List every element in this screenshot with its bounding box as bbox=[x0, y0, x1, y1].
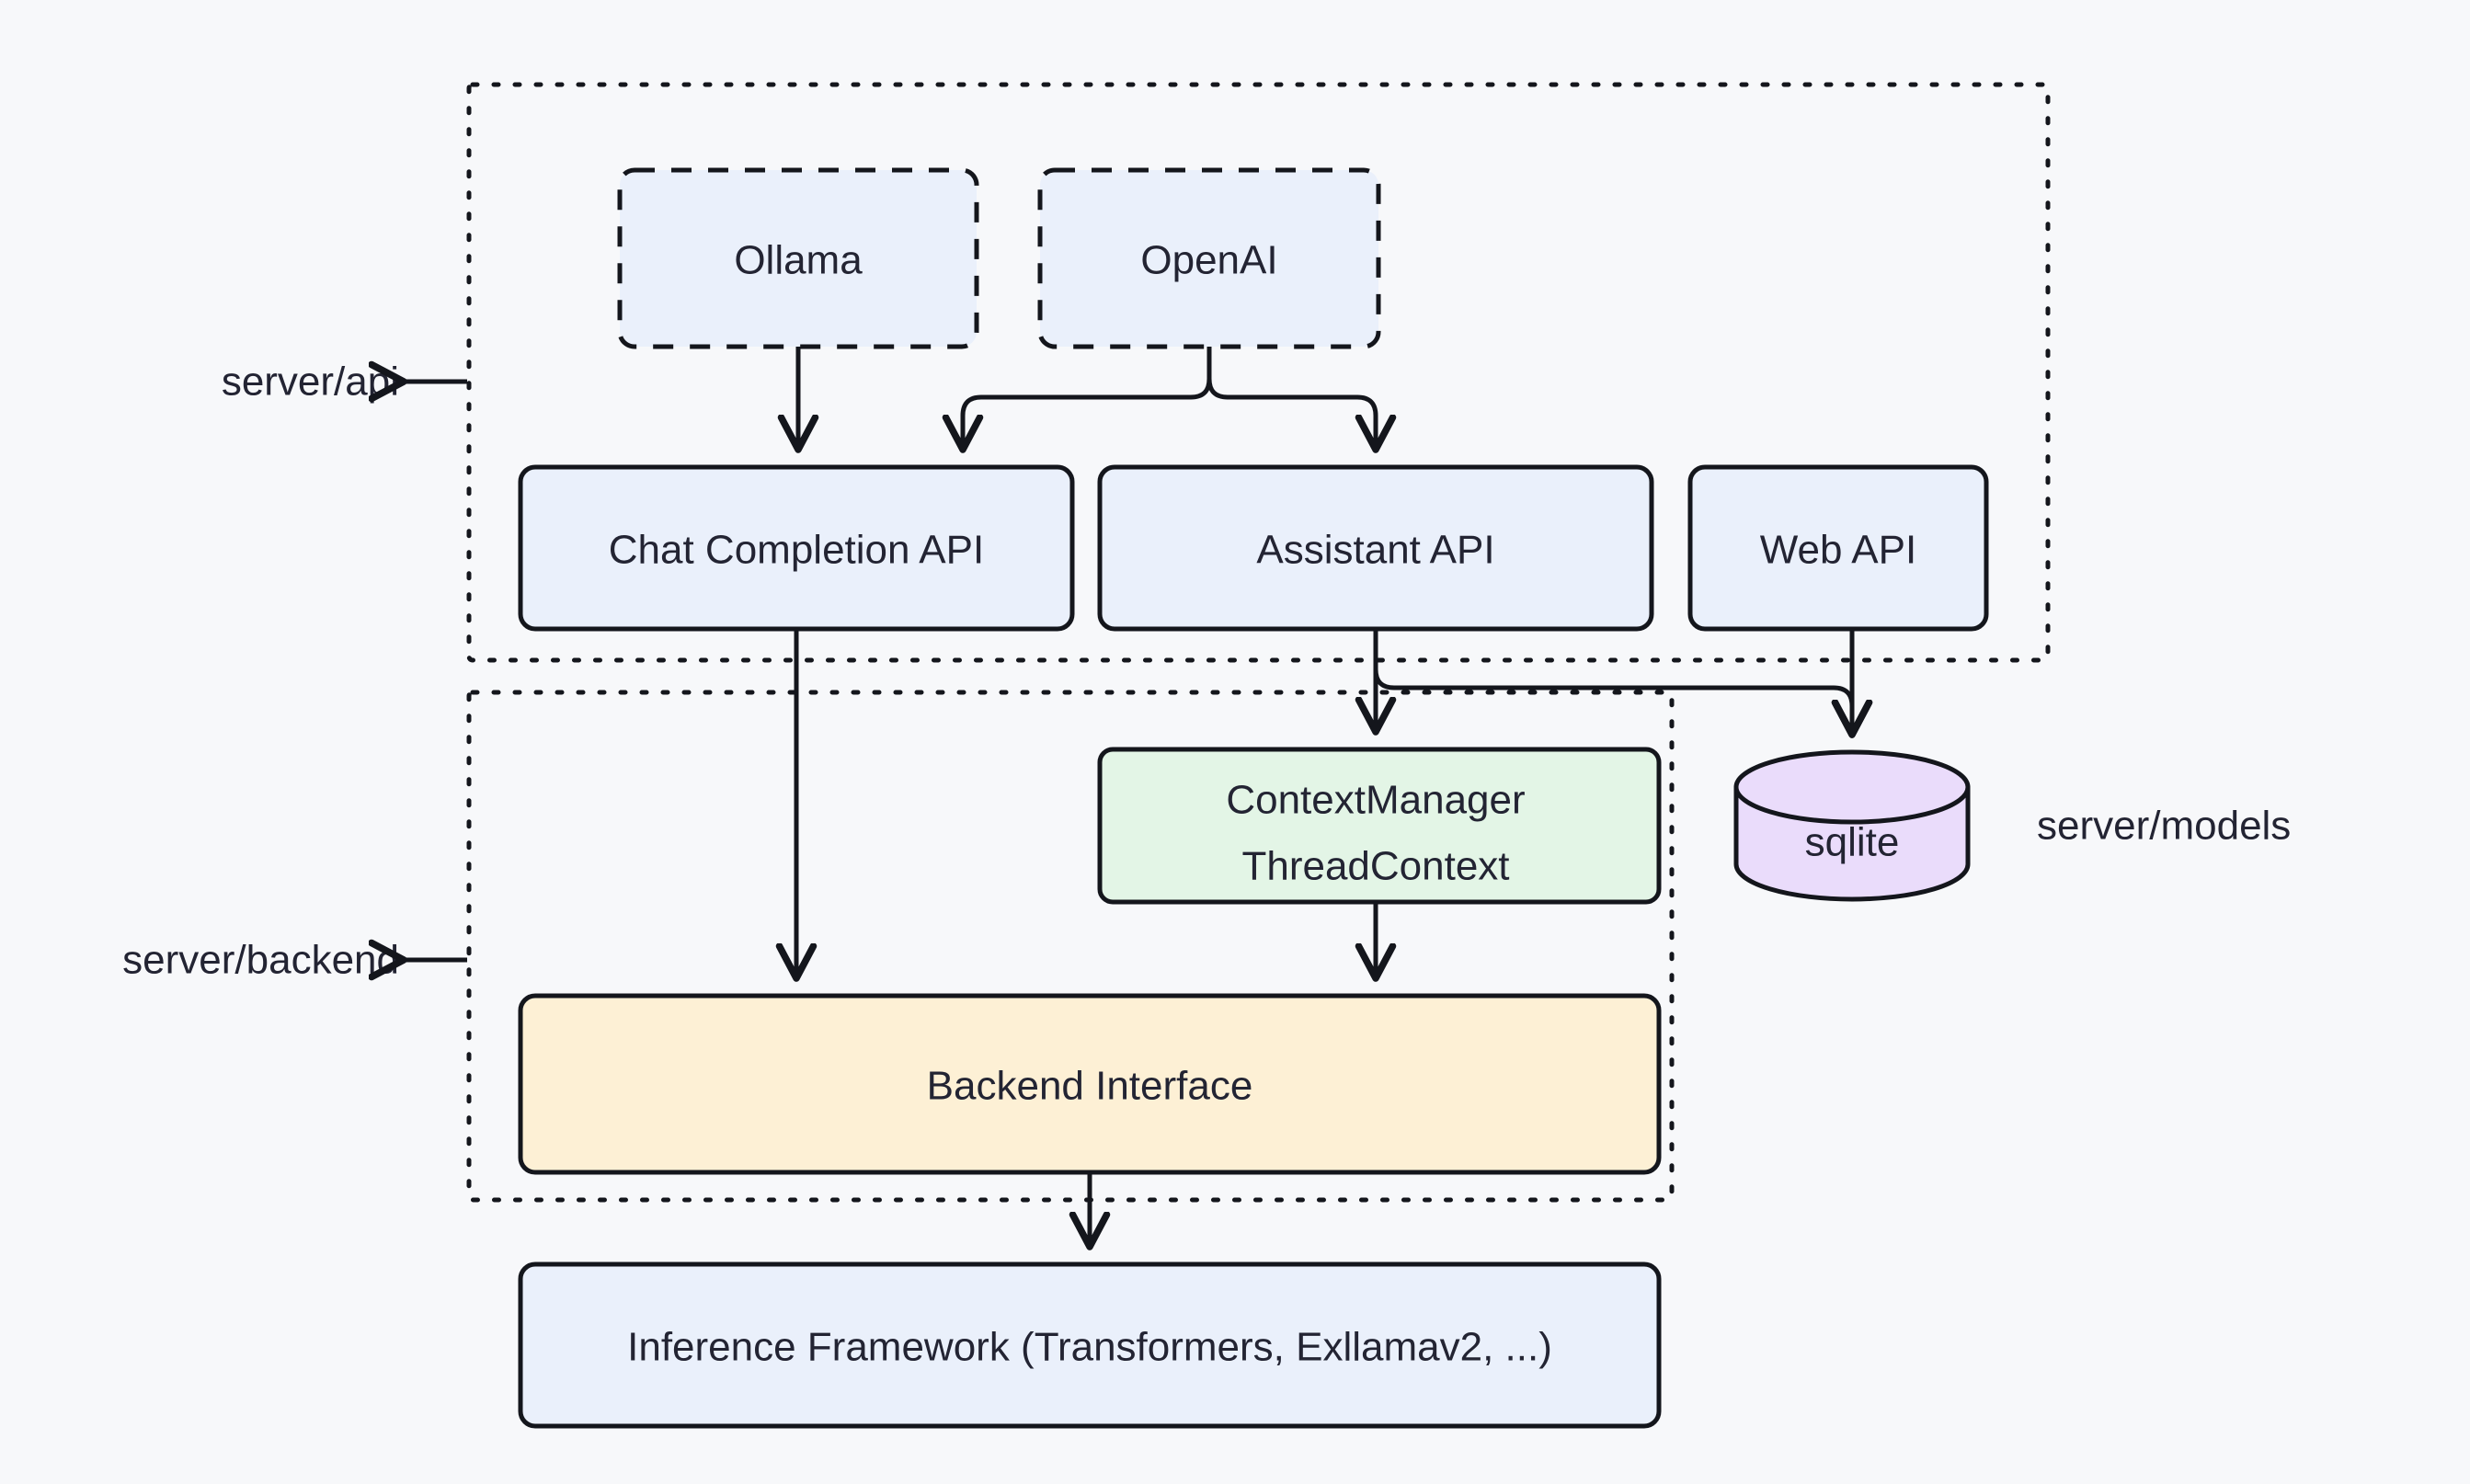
node-ollama-label: Ollama bbox=[734, 238, 863, 283]
node-inference-framework-box[interactable] bbox=[518, 1261, 1662, 1429]
edge-openai-to-chat-completion bbox=[963, 347, 1212, 449]
cluster-backend-callout: server/backend bbox=[122, 938, 467, 983]
cluster-backend-label: server/backend bbox=[122, 938, 399, 983]
node-chat-completion-api-label: Chat Completion API bbox=[609, 528, 984, 573]
node-assistant-api-label: Assistant API bbox=[1256, 528, 1494, 573]
node-sqlite-top-ellipse[interactable] bbox=[1733, 749, 1971, 825]
cluster-api-label: server/api bbox=[222, 360, 399, 405]
node-chat-completion-api[interactable]: Chat Completion API bbox=[518, 464, 1075, 632]
node-sqlite[interactable]: sqlite bbox=[1733, 749, 1971, 902]
cluster-backend-border bbox=[466, 690, 1675, 1203]
node-context-manager-label-line1: ContextManager bbox=[1226, 778, 1525, 823]
cluster-server-api bbox=[466, 82, 2051, 663]
node-inference-framework-label: Inference Framework (Transformers, Exlla… bbox=[627, 1325, 1552, 1370]
node-ollama[interactable]: Ollama bbox=[617, 167, 979, 349]
node-openai[interactable]: OpenAI bbox=[1037, 167, 1381, 349]
node-chat-completion-api-box[interactable] bbox=[518, 464, 1075, 632]
node-openai-box[interactable] bbox=[1037, 167, 1381, 349]
node-web-api[interactable]: Web API bbox=[1687, 464, 1989, 632]
cluster-api-callout: server/api bbox=[222, 360, 467, 405]
node-backend-interface-label: Backend Interface bbox=[927, 1064, 1253, 1109]
node-context-manager-label-line2: ThreadContext bbox=[1241, 844, 1509, 889]
node-backend-interface[interactable]: Backend Interface bbox=[518, 993, 1662, 1175]
node-backend-interface-box[interactable] bbox=[518, 993, 1662, 1175]
node-context-manager[interactable]: ContextManager ThreadContext bbox=[1097, 747, 1662, 905]
edge-assistant-to-sqlite bbox=[1373, 629, 1852, 734]
node-assistant-api[interactable]: Assistant API bbox=[1097, 464, 1654, 632]
node-assistant-api-box[interactable] bbox=[1097, 464, 1654, 632]
node-sqlite-label: sqlite bbox=[1805, 820, 1900, 865]
node-ollama-box[interactable] bbox=[617, 167, 979, 349]
cluster-api-border bbox=[466, 82, 2051, 663]
node-web-api-label: Web API bbox=[1760, 528, 1916, 573]
node-openai-label: OpenAI bbox=[1140, 238, 1277, 283]
node-web-api-box[interactable] bbox=[1687, 464, 1989, 632]
node-inference-framework[interactable]: Inference Framework (Transformers, Exlla… bbox=[518, 1261, 1662, 1429]
server-models-label: server/models bbox=[2037, 804, 2291, 849]
cluster-server-backend bbox=[466, 690, 1675, 1203]
node-context-manager-box[interactable] bbox=[1097, 747, 1662, 905]
edge-openai-to-assistant bbox=[1206, 347, 1376, 449]
